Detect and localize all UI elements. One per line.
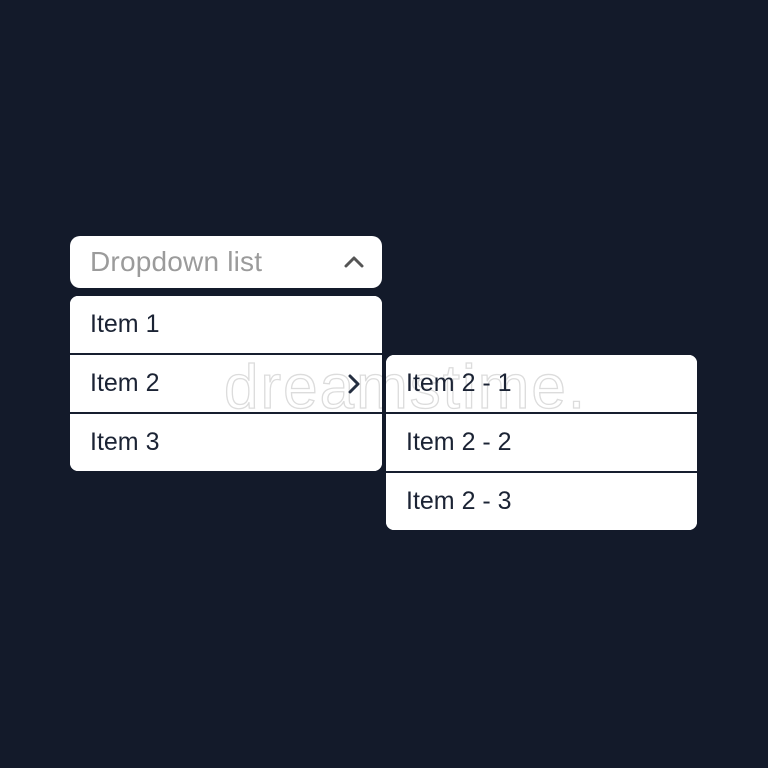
chevron-right-icon bbox=[342, 372, 366, 396]
chevron-up-icon bbox=[342, 250, 366, 274]
menu-item-1[interactable]: Item 1 bbox=[70, 296, 382, 353]
submenu-item-label: Item 2 - 2 bbox=[406, 428, 512, 456]
submenu-item-3[interactable]: Item 2 - 3 bbox=[386, 471, 697, 530]
menu-item-2[interactable]: Item 2 bbox=[70, 353, 382, 412]
submenu-item-label: Item 2 - 1 bbox=[406, 369, 512, 397]
dropdown-header-label: Dropdown list bbox=[90, 246, 263, 277]
dropdown-menu: Item 1 Item 2 Item 3 bbox=[70, 296, 382, 471]
submenu-item-2[interactable]: Item 2 - 2 bbox=[386, 412, 697, 471]
submenu-item-1[interactable]: Item 2 - 1 bbox=[386, 355, 697, 412]
submenu-item-label: Item 2 - 3 bbox=[406, 487, 512, 515]
submenu: Item 2 - 1 Item 2 - 2 Item 2 - 3 bbox=[386, 355, 697, 530]
menu-item-label: Item 3 bbox=[90, 428, 160, 456]
menu-item-label: Item 2 bbox=[90, 369, 160, 397]
menu-item-3[interactable]: Item 3 bbox=[70, 412, 382, 471]
menu-item-label: Item 1 bbox=[90, 310, 160, 338]
dropdown-header[interactable]: Dropdown list bbox=[70, 236, 382, 288]
